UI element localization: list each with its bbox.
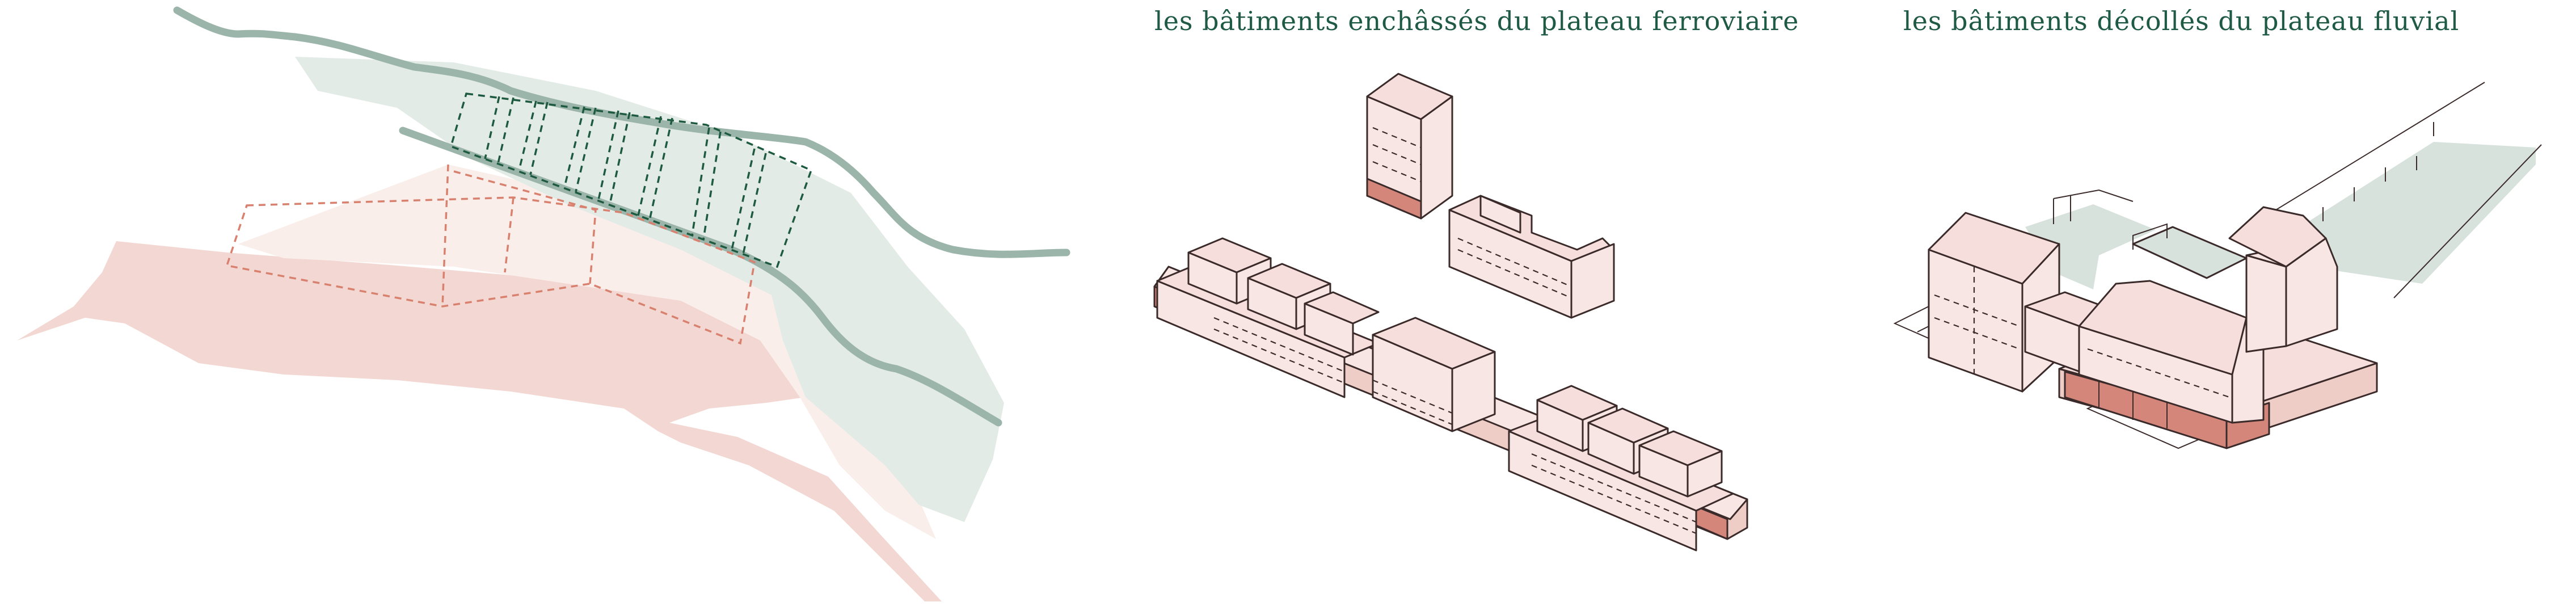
green-river-zone <box>295 57 1004 522</box>
caption-river-plateau: les bâtiments décollés du plateau fluvia… <box>1903 6 2460 36</box>
river-green-court <box>2132 226 2248 279</box>
pink-light-zone <box>238 165 936 539</box>
river-green-field <box>2309 142 2536 284</box>
green-dashed-parcels <box>449 92 813 268</box>
river-axonometry <box>1893 82 2542 449</box>
pink-dashed-parcels <box>225 164 756 345</box>
river-line-north <box>173 6 1070 258</box>
caption-railway-plateau: les bâtiments enchâssés du plateau ferro… <box>1154 6 1799 36</box>
site-plan <box>17 6 1070 601</box>
railway-rooftop-boxes-east <box>1536 385 1723 498</box>
railway-axonometry <box>1153 73 1748 552</box>
railway-rooftop-boxes <box>1187 237 1380 356</box>
